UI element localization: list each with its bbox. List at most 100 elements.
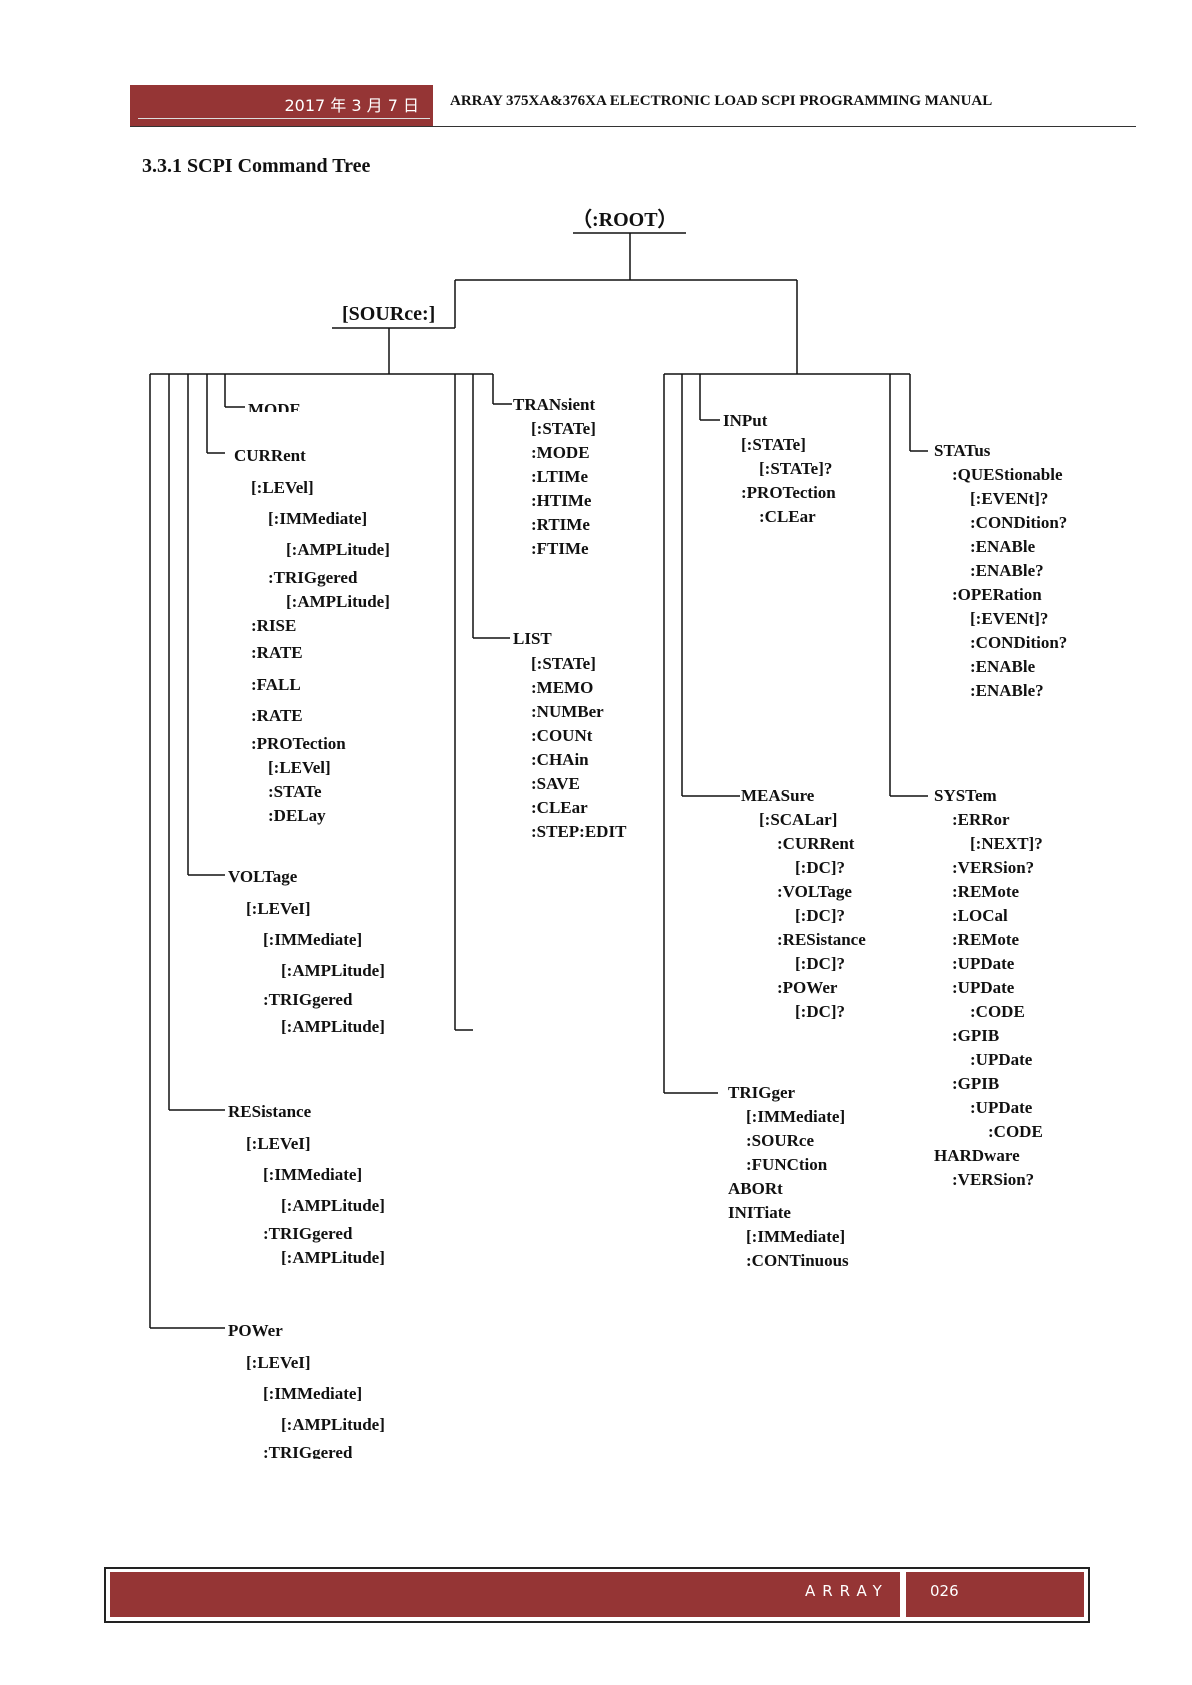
current-rise-rate: :RATE <box>251 643 303 662</box>
current-level: [:LEVel] <box>251 478 314 497</box>
resistance-triggered: :TRIGgered <box>263 1224 353 1243</box>
section-title: 3.3.1 SCPI Command Tree <box>142 155 371 177</box>
system-gpib-update-2: :UPDate <box>970 1098 1033 1117</box>
system-update-2: :UPDate <box>952 978 1015 997</box>
initiate-immediate: [:IMMediate] <box>746 1227 846 1246</box>
input-prot-clear: :CLEar <box>759 507 816 526</box>
initiate-node: INITiate <box>728 1203 791 1222</box>
measure-power: :POWer <box>777 978 838 997</box>
status-oper-enable-query: :ENABle? <box>970 681 1044 700</box>
current-trig-amplitude: [:AMPLitude] <box>286 592 390 611</box>
status-ques-condition: :CONDition? <box>970 513 1068 532</box>
current-prot-delay: :DELay <box>268 806 326 825</box>
list-number: :NUMBer <box>531 702 604 721</box>
initiate-continuous: :CONTinuous <box>746 1251 849 1270</box>
transient-htime: :HTIMe <box>531 491 592 510</box>
system-update: :UPDate <box>952 954 1015 973</box>
footer-separator <box>900 1572 906 1617</box>
current-prot-state: :STATe <box>268 782 322 801</box>
system-update-code: :CODE <box>970 1002 1025 1021</box>
power-level: [:LEVeI] <box>246 1353 311 1372</box>
trigger-node: TRIGger <box>728 1083 796 1102</box>
tree-root: （:ROOT） <box>572 209 678 231</box>
hardware-node: HARDware <box>934 1146 1020 1165</box>
system-remote: :REMote <box>952 882 1020 901</box>
list-state: [:STATe] <box>531 654 596 673</box>
voltage-amplitude: [:AMPLitude] <box>281 961 385 980</box>
measure-resistance-dc: [:DC]? <box>795 954 846 973</box>
resistance-node: RESistance <box>228 1102 312 1121</box>
system-version: :VERSion? <box>952 858 1035 877</box>
list-node: LIST <box>513 629 552 648</box>
tree-source: [SOURce:] <box>342 303 436 325</box>
footer-frame <box>104 1567 1090 1623</box>
transient-ltime: :LTIMe <box>531 467 588 486</box>
header-date: 2017 年 3 月 7 日 <box>130 85 433 126</box>
transient-ftime: :FTIMe <box>531 539 589 558</box>
measure-node: MEASure <box>741 786 815 805</box>
current-node: CURRent <box>234 446 306 465</box>
trigger-immediate: [:IMMediate] <box>746 1107 846 1126</box>
resistance-immediate: [:IMMediate] <box>263 1165 363 1184</box>
current-prot-level: [:LEVel] <box>268 758 331 777</box>
status-questionable: :QUEStionable <box>952 465 1063 484</box>
header-underline <box>138 118 430 119</box>
current-rise: :RISE <box>251 616 297 635</box>
measure-current: :CURRent <box>777 834 855 853</box>
status-oper-enable: :ENABle <box>970 657 1036 676</box>
status-ques-enable-query: :ENABle? <box>970 561 1044 580</box>
input-state: [:STATe] <box>741 435 806 454</box>
power-triggered: :TRIGgered <box>263 1443 353 1459</box>
measure-resistance: :RESistance <box>777 930 866 949</box>
status-ques-event: [:EVENt]? <box>970 489 1049 508</box>
header-title: ARRAY 375XA&376XA ELECTRONIC LOAD SCPI P… <box>450 93 993 109</box>
transient-rtime: :RTIMe <box>531 515 590 534</box>
voltage-triggered: :TRIGgered <box>263 990 353 1009</box>
system-gpib-update: :UPDate <box>970 1050 1033 1069</box>
status-node: STATus <box>934 441 991 460</box>
footer-brand: ARRAY <box>805 1582 889 1600</box>
input-node: INPut <box>723 411 768 430</box>
voltage-level: [:LEVeI] <box>246 899 311 918</box>
measure-voltage: :VOLTage <box>777 882 852 901</box>
status-oper-event: [:EVENt]? <box>970 609 1049 628</box>
abort-node: ABORt <box>728 1179 783 1198</box>
system-local: :LOCal <box>952 906 1008 925</box>
system-gpib: :GPIB <box>952 1026 1000 1045</box>
current-triggered: :TRIGgered <box>268 568 358 587</box>
measure-power-dc: [:DC]? <box>795 1002 846 1021</box>
hardware-version: :VERSion? <box>952 1170 1035 1189</box>
power-immediate: [:IMMediate] <box>263 1384 363 1403</box>
voltage-immediate: [:IMMediate] <box>263 930 363 949</box>
voltage-trig-amplitude: [:AMPLitude] <box>281 1017 385 1036</box>
system-node: SYSTem <box>934 786 997 805</box>
current-immediate: [:IMMediate] <box>268 509 368 528</box>
system-error-next: [:NEXT]? <box>970 834 1043 853</box>
list-step-edit: :STEP:EDIT <box>531 822 627 841</box>
header-rule <box>130 126 1136 127</box>
list-chain: :CHAin <box>531 750 589 769</box>
transient-mode: :MODE <box>531 443 590 462</box>
transient-node: TRANsient <box>513 395 596 414</box>
power-node: POWer <box>228 1321 283 1340</box>
transient-state: [:STATe] <box>531 419 596 438</box>
resistance-trig-amplitude: [:AMPLitude] <box>281 1248 385 1267</box>
status-oper-condition: :CONDition? <box>970 633 1068 652</box>
power-amplitude: [:AMPLitude] <box>281 1415 385 1434</box>
input-protection: :PROTection <box>741 483 836 502</box>
tree-mode-clip: MODE <box>248 400 301 412</box>
measure-current-dc: [:DC]? <box>795 858 846 877</box>
resistance-amplitude: [:AMPLitude] <box>281 1196 385 1215</box>
status-operation: :OPERation <box>952 585 1042 604</box>
list-memo: :MEMO <box>531 678 594 697</box>
list-count: :COUNt <box>531 726 593 745</box>
system-gpib-update-code: :CODE <box>988 1122 1043 1141</box>
tree-mode: MODE <box>248 400 301 412</box>
status-ques-enable: :ENABle <box>970 537 1036 556</box>
system-remote-2: :REMote <box>952 930 1020 949</box>
list-save: :SAVE <box>531 774 580 793</box>
footer-page-number: 026 <box>930 1582 959 1600</box>
footer-bar <box>110 1572 1084 1617</box>
list-clear: :CLEar <box>531 798 588 817</box>
